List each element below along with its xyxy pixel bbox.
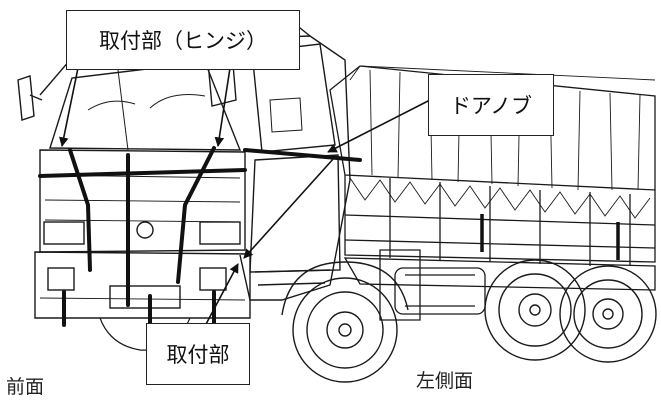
door-knob-label: ドアノブ: [449, 94, 533, 118]
mount-arrow: [204, 263, 239, 327]
hinge-arrow-right: [214, 67, 231, 147]
leader-lines: [59, 67, 431, 327]
front-bumper: [34, 251, 251, 351]
knob-arrow-upper: [327, 99, 431, 153]
front-wheel: [281, 261, 409, 383]
hinge-mount-callout: 取付部（ヒンジ）: [66, 10, 300, 70]
mount-label: 取付部: [166, 343, 230, 367]
rear-wheel-1: [484, 259, 586, 361]
cargo-bed: [329, 65, 656, 266]
knob-arrow-lower: [243, 157, 335, 259]
bed-marks: [480, 214, 620, 260]
hinge-arrow-left: [59, 67, 79, 147]
left-side-view-caption: 左側面: [416, 370, 474, 392]
hinge-mount-label: 取付部（ヒンジ）: [99, 29, 267, 53]
rear-wheel-2: [559, 265, 657, 363]
mount-callout: 取付部: [146, 323, 250, 385]
mount-bars: [38, 146, 362, 330]
door-knob-callout: ドアノブ: [428, 74, 554, 136]
front-view-caption: 前面: [6, 376, 45, 398]
